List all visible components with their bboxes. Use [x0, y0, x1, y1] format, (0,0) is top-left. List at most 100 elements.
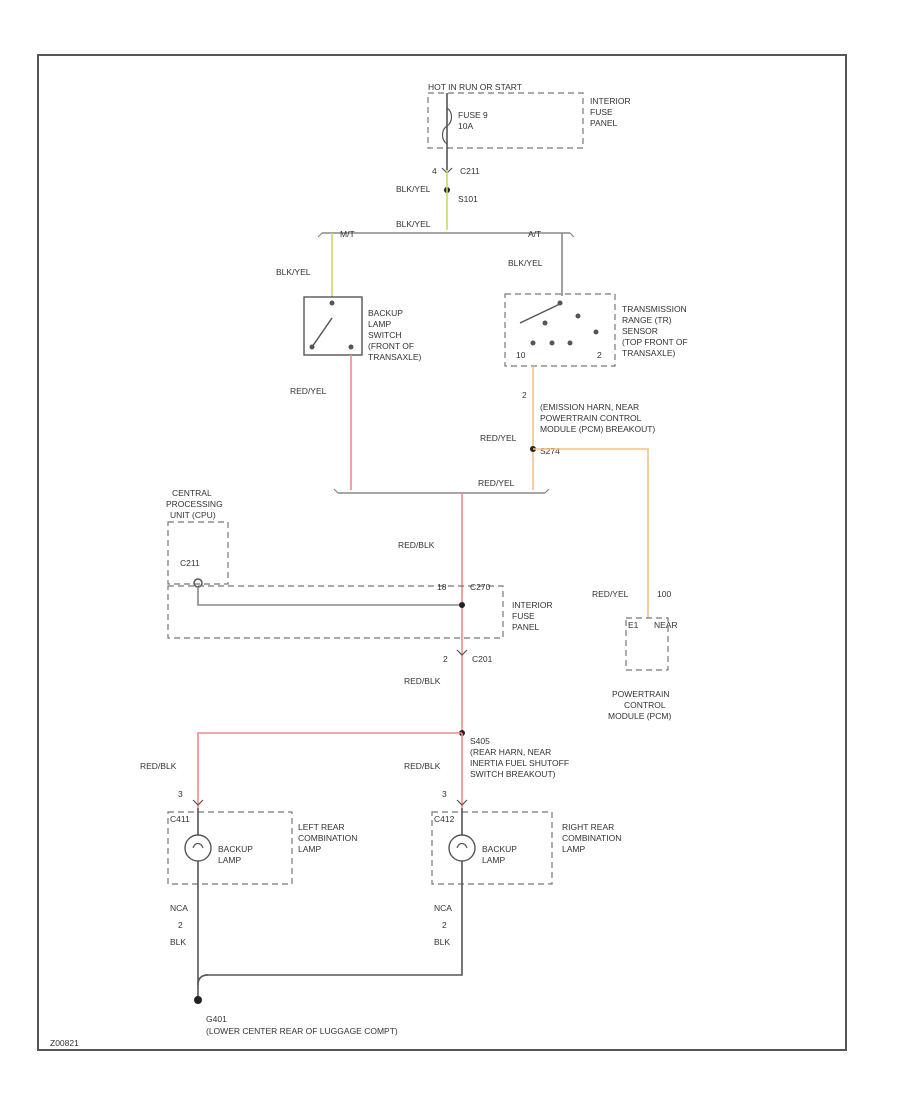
cpu-l1: CENTRAL — [172, 488, 212, 498]
right-rear-l2: COMBINATION — [562, 833, 621, 843]
left-rear-l1: LEFT REAR — [298, 822, 345, 832]
tr-sensor-box — [504, 293, 616, 367]
pcm-l1: POWERTRAIN — [612, 689, 669, 699]
merge-bus: RED/BLK — [333, 488, 550, 733]
fuse-symbol — [441, 107, 453, 145]
tr-sensor-l1: TRANSMISSION — [622, 304, 687, 314]
mt-label: M/T — [340, 229, 355, 239]
rear-splice: 2 C201 RED/BLK S405 (REAR HARN, NEAR INE… — [140, 649, 569, 808]
tr-contact-6 — [567, 340, 573, 346]
red-blk-label-3: RED/BLK — [140, 761, 177, 771]
emission-l3: MODULE (PCM) BREAKOUT) — [540, 424, 655, 434]
wire-right-to-ground — [205, 884, 463, 976]
backup-lamp-switch: BLK/YEL BACKUP LAMP SWITCH (FRONT OF TRA… — [276, 233, 422, 490]
ifp-top-l1: INTERIOR — [590, 96, 631, 106]
pin-4-label: 4 — [432, 166, 437, 176]
backup-switch-l1: BACKUP — [368, 308, 403, 318]
c201-label: C201 — [472, 654, 493, 664]
ground-point — [194, 996, 202, 1004]
s405-l2: (REAR HARN, NEAR — [470, 747, 551, 757]
ifp-mid-l3: PANEL — [512, 622, 540, 632]
pin-3r-label: 3 — [442, 789, 447, 799]
red-blk-label-1: RED/BLK — [398, 540, 435, 550]
right-rear-l1: RIGHT REAR — [562, 822, 614, 832]
blk-l-label: BLK — [170, 937, 186, 947]
cpu-and-fuse-panel: CENTRAL PROCESSING UNIT (CPU) C211 18 C2… — [166, 488, 553, 639]
pcm-l2: CONTROL — [624, 700, 666, 710]
ground-l1: G401 — [206, 1014, 227, 1024]
cpu-box — [167, 521, 229, 585]
red-blk-label-2: RED/BLK — [404, 676, 441, 686]
pin-18-label: 18 — [437, 582, 447, 592]
diagram-frame — [37, 54, 847, 1051]
ifp-mid-l1: INTERIOR — [512, 600, 553, 610]
blk-yel-bus: BLK/YEL M/T A/T — [317, 219, 575, 239]
wire-orange-to-pcm — [533, 448, 649, 618]
tr-sensor-l5: TRANSAXLE) — [622, 348, 676, 358]
fuse-amp-label: 10A — [458, 121, 473, 131]
backup-switch-box — [303, 296, 363, 356]
splice-s274-label: S274 — [540, 446, 560, 456]
pcm-connector-note: NEAR — [654, 620, 678, 630]
interior-fuse-panel-top: HOT IN RUN OR START FUSE 9 10A INTERIOR … — [396, 82, 631, 230]
pcm-l3: MODULE (PCM) — [608, 711, 671, 721]
connector-left-top — [192, 799, 204, 806]
blk-yel-label-2: BLK/YEL — [396, 219, 431, 229]
red-yel-label-3: RED/YEL — [478, 478, 515, 488]
tr-contact-1 — [557, 300, 563, 306]
fuse-panel-mid-box — [167, 585, 504, 639]
emission-l1: (EMISSION HARN, NEAR — [540, 402, 639, 412]
blk-yel-label-4: BLK/YEL — [508, 258, 543, 268]
ground-join — [197, 974, 209, 986]
left-lamp-text-2: LAMP — [218, 855, 241, 865]
pin-2l-label: 2 — [178, 920, 183, 930]
switch-contact-top — [329, 300, 335, 306]
emission-l2: POWERTRAIN CONTROL — [540, 413, 642, 423]
left-rear-l3: LAMP — [298, 844, 321, 854]
tr-contact-7 — [530, 340, 536, 346]
left-nca-label: NCA — [170, 903, 188, 913]
at-label: A/T — [528, 229, 541, 239]
pin-3l-label: 3 — [178, 789, 183, 799]
ifp-top-l2: FUSE — [590, 107, 613, 117]
pin-100-label: 100 — [657, 589, 671, 599]
s405-l1: S405 — [470, 736, 490, 746]
c270-label: C270 — [470, 582, 491, 592]
tr-sensor-l2: RANGE (TR) — [622, 315, 672, 325]
fuse-label: FUSE 9 — [458, 110, 488, 120]
hot-in-run-label: HOT IN RUN OR START — [428, 82, 522, 92]
blk-yel-label-3: BLK/YEL — [276, 267, 311, 277]
s405-l4: SWITCH BREAKOUT) — [470, 769, 556, 779]
ifp-top-l3: PANEL — [590, 118, 618, 128]
tr-contact-3 — [575, 313, 581, 319]
pin-2r-label: 2 — [442, 920, 447, 930]
cpu-l2: PROCESSING — [166, 499, 223, 509]
blk-yel-label-1: BLK/YEL — [396, 184, 431, 194]
tr-sensor-l4: (TOP FRONT OF — [622, 337, 688, 347]
transmission-range-sensor: BLK/YEL 10 2 TRANSMISSION RANGE (TR) SEN… — [504, 233, 688, 490]
pin-2b-label: 2 — [443, 654, 448, 664]
ground-l2: (LOWER CENTER REAR OF LUGGAGE COMPT) — [206, 1026, 398, 1036]
wire-red-blk-left-branch — [197, 732, 462, 808]
tr-pin-10-label: 10 — [516, 350, 526, 360]
emission-splice: (EMISSION HARN, NEAR POWERTRAIN CONTROL … — [478, 402, 655, 618]
left-lamp-box — [167, 811, 293, 885]
right-lamp-text-1: BACKUP — [482, 844, 517, 854]
backup-switch-l2: LAMP — [368, 319, 391, 329]
tr-switch-blade — [519, 302, 563, 324]
bus-right-end — [569, 232, 575, 238]
tr-sensor-l3: SENSOR — [622, 326, 658, 336]
left-rear-l2: COMBINATION — [298, 833, 357, 843]
switch-output-pin — [348, 344, 354, 350]
blk-r-label: BLK — [434, 937, 450, 947]
bus-left-end — [317, 232, 323, 238]
left-bulb-filament — [192, 842, 204, 849]
fuse-panel-top-box — [427, 92, 584, 149]
right-backup-bulb — [448, 834, 476, 862]
tr-contact-2 — [542, 320, 548, 326]
red-yel-label-4: RED/YEL — [592, 589, 629, 599]
switch-blade — [311, 317, 333, 348]
splice-s101-label: S101 — [458, 194, 478, 204]
tr-contact-5 — [549, 340, 555, 346]
